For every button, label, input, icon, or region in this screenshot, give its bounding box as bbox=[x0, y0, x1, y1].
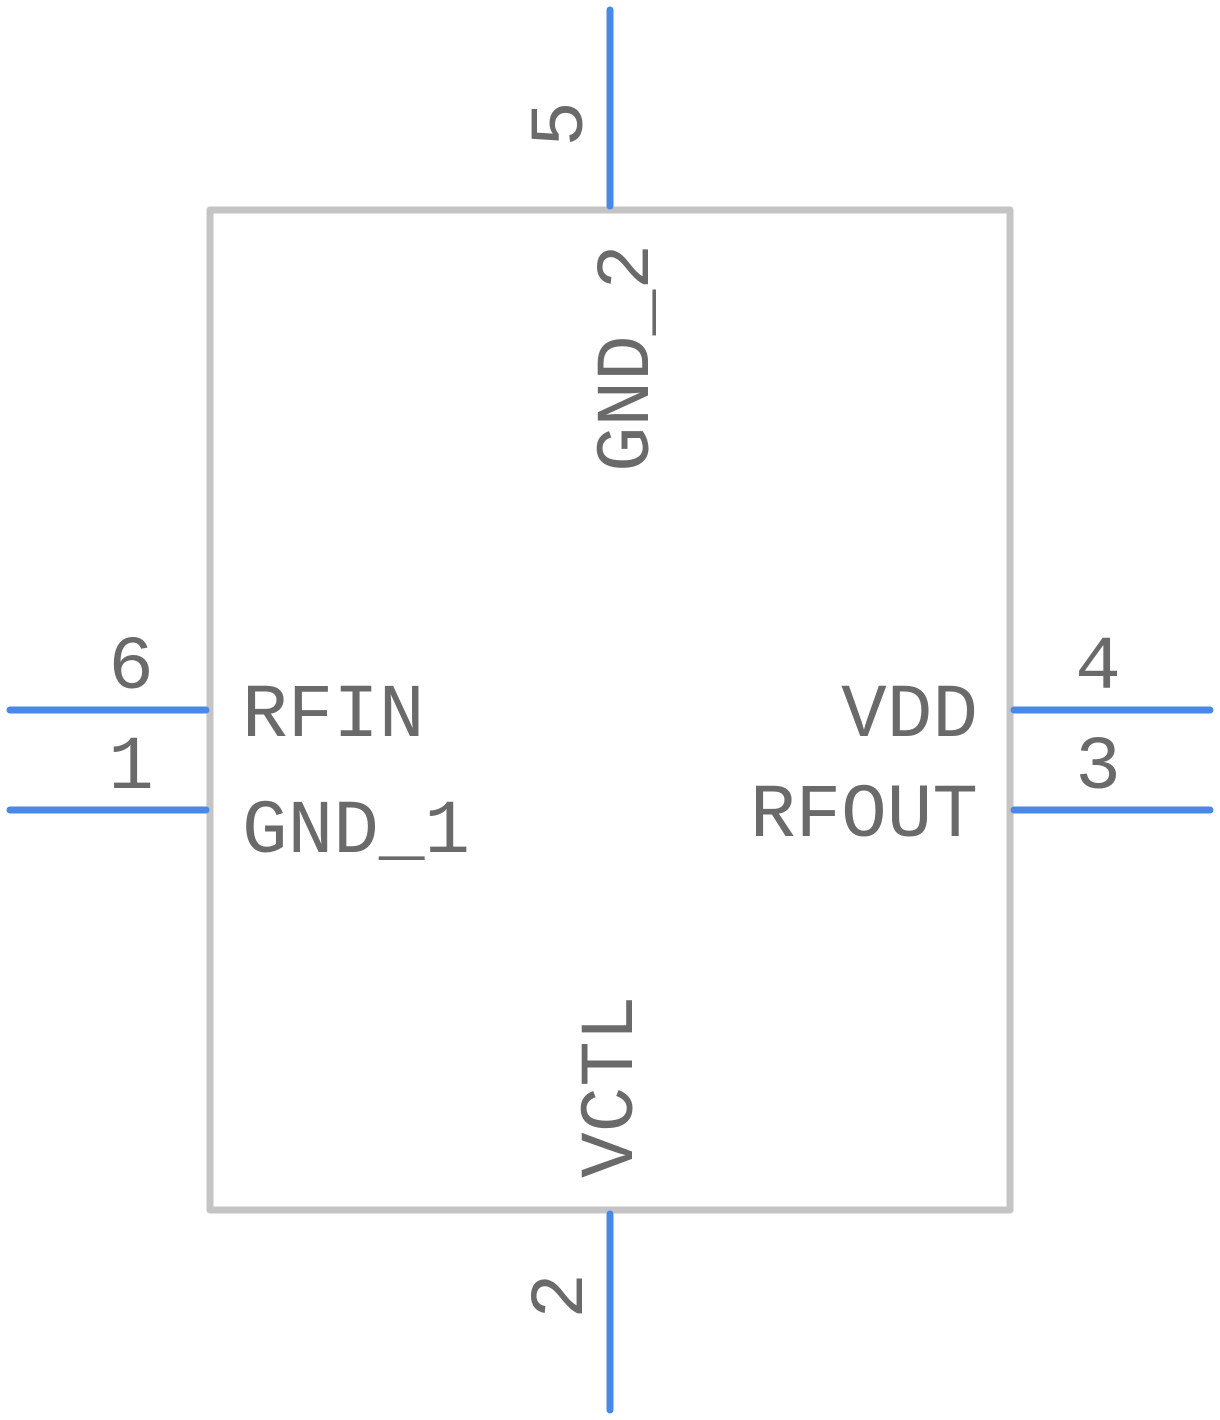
pin-3-name: RFOUT bbox=[750, 773, 978, 859]
pin-4-number: 4 bbox=[1075, 625, 1121, 711]
component-body bbox=[206, 206, 1014, 1214]
pin-5-name: GND_2 bbox=[585, 244, 671, 472]
pin-6-number: 6 bbox=[108, 625, 154, 711]
pin-1-number: 1 bbox=[108, 725, 154, 811]
pin-2[interactable]: 2 VCTL bbox=[519, 996, 655, 1414]
pin-5-number: 5 bbox=[519, 101, 605, 147]
pin-4-name: VDD bbox=[841, 673, 978, 759]
pin-2-name: VCTL bbox=[569, 996, 655, 1178]
pin-3[interactable]: 3 RFOUT bbox=[750, 725, 1214, 859]
pin-5[interactable]: 5 GND_2 bbox=[519, 6, 671, 472]
pin-1-name: GND_1 bbox=[242, 789, 470, 875]
pin-6-name: RFIN bbox=[242, 673, 424, 759]
pin-3-number: 3 bbox=[1075, 725, 1121, 811]
pin-6[interactable]: 6 RFIN bbox=[6, 625, 424, 759]
pin-2-number: 2 bbox=[519, 1273, 605, 1319]
pin-1[interactable]: 1 GND_1 bbox=[6, 725, 470, 875]
pin-4[interactable]: 4 VDD bbox=[841, 625, 1214, 759]
